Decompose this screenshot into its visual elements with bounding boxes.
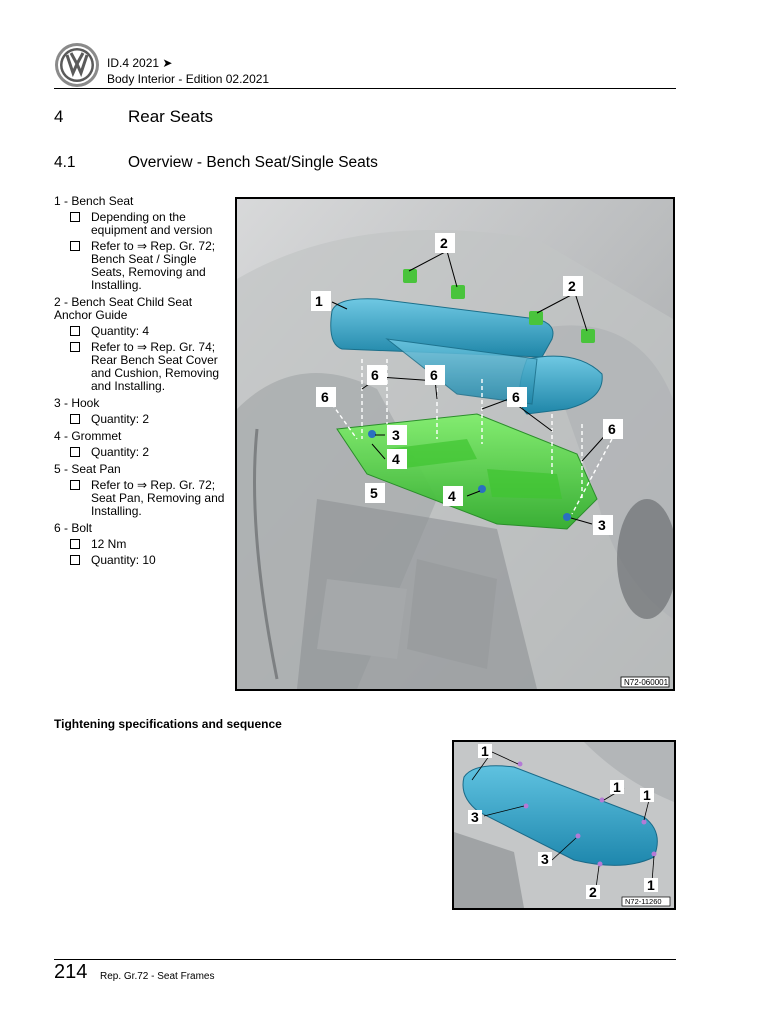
- callout-labels: 1 2 2 3 3 4 4 5 6 6 6 6 6: [311, 233, 623, 535]
- legend-item: Refer to ⇒ Rep. Gr. 72; Bench Seat / Sin…: [54, 240, 230, 292]
- tightening-sequence-view: 1 1 1 1 2 3 3 N72-11260: [452, 740, 676, 910]
- callout-6: 6: [608, 421, 616, 437]
- legend-item: Quantity: 2: [54, 413, 230, 426]
- legend-item-text[interactable]: Refer to ⇒ Rep. Gr. 72; Bench Seat / Sin…: [91, 239, 216, 292]
- legend-item-text: 12 Nm: [91, 537, 127, 551]
- legend-item: 12 Nm: [54, 538, 230, 551]
- callout-4: 4: [448, 488, 456, 504]
- callout-1: 1: [647, 877, 655, 893]
- rear-seat-exploded-view: 1 2 2 3 3 4 4 5 6 6 6 6 6: [235, 197, 675, 691]
- header-rule: [54, 88, 676, 89]
- checkbox-icon: [70, 447, 80, 457]
- legend-item-text: Quantity: 2: [91, 445, 150, 459]
- legend-item-text: Quantity: 4: [91, 324, 150, 338]
- child-seat-anchor-guides: [403, 269, 595, 343]
- chapter-number: 4: [54, 107, 64, 126]
- bolt-markers: [517, 761, 657, 867]
- callout-6: 6: [321, 389, 329, 405]
- legend-title: 2 - Bench Seat Child Seat Anchor Guide: [54, 295, 193, 322]
- callout-6: 6: [371, 367, 379, 383]
- legend-item: Refer to ⇒ Rep. Gr. 74; Rear Bench Seat …: [54, 341, 230, 393]
- callout-2: 2: [440, 235, 448, 251]
- section-title: Overview - Bench Seat/Single Seats: [128, 154, 378, 171]
- callout-2: 2: [589, 884, 597, 900]
- legend-title: 1 - Bench Seat: [54, 194, 134, 208]
- callout-1: 1: [613, 779, 621, 795]
- legend-group: 2 - Bench Seat Child Seat Anchor Guide Q…: [54, 296, 230, 393]
- checkbox-icon: [70, 414, 80, 424]
- callout-1: 1: [643, 787, 651, 803]
- legend-group: 3 - Hook Quantity: 2: [54, 397, 230, 426]
- legend-item: Depending on the equipment and version: [54, 211, 230, 237]
- callout-3: 3: [471, 809, 479, 825]
- footer-title: Rep. Gr.72 - Seat Frames: [100, 971, 215, 982]
- page-number: 214: [54, 961, 88, 983]
- callout-1: 1: [315, 293, 323, 309]
- legend-group: 5 - Seat Pan Refer to ⇒ Rep. Gr. 72; Sea…: [54, 463, 230, 518]
- callout-6: 6: [512, 389, 520, 405]
- legend-item-text: Depending on the equipment and version: [91, 210, 213, 237]
- legend-title: 3 - Hook: [54, 396, 100, 410]
- checkbox-icon: [70, 539, 80, 549]
- checkbox-icon: [70, 212, 80, 222]
- bench-seat: [330, 298, 603, 415]
- callout-3: 3: [392, 427, 400, 443]
- tightening-title: Tightening specifications and sequence: [54, 717, 282, 731]
- legend-item: Quantity: 2: [54, 446, 230, 459]
- legend-title: 6 - Bolt: [54, 521, 93, 535]
- hook: [563, 513, 571, 521]
- component-legend: 1 - Bench Seat Depending on the equipmen…: [54, 195, 230, 571]
- callout-4: 4: [392, 451, 400, 467]
- legend-group: 4 - Grommet Quantity: 2: [54, 430, 230, 459]
- figure-code: N72-11260: [625, 897, 662, 906]
- callout-labels: 1 1 1 1 2 3 3: [468, 743, 658, 900]
- checkbox-icon: [70, 326, 80, 336]
- callout-2: 2: [568, 278, 576, 294]
- checkbox-icon: [70, 480, 80, 490]
- legend-item: Quantity: 10: [54, 554, 230, 567]
- legend-title: 5 - Seat Pan: [54, 462, 121, 476]
- header-manual: Body Interior - Edition 02.2021: [107, 72, 270, 86]
- legend-item-text[interactable]: Refer to ⇒ Rep. Gr. 74; Rear Bench Seat …: [91, 340, 220, 393]
- legend-title: 4 - Grommet: [54, 429, 122, 443]
- checkbox-icon: [70, 555, 80, 565]
- header-model: ID.4 2021 ➤: [107, 56, 173, 70]
- checkbox-icon: [70, 241, 80, 251]
- vw-logo: [54, 42, 100, 88]
- legend-item: Quantity: 4: [54, 325, 230, 338]
- legend-item: Refer to ⇒ Rep. Gr. 72; Seat Pan, Removi…: [54, 479, 230, 518]
- legend-item-text[interactable]: Refer to ⇒ Rep. Gr. 72; Seat Pan, Removi…: [91, 478, 225, 518]
- legend-group: 1 - Bench Seat Depending on the equipmen…: [54, 195, 230, 292]
- section-number: 4.1: [54, 154, 76, 171]
- callout-5: 5: [370, 485, 378, 501]
- callout-1: 1: [481, 743, 489, 759]
- callout-3: 3: [598, 517, 606, 533]
- hook: [368, 430, 376, 438]
- legend-group: 6 - Bolt 12 Nm Quantity: 10: [54, 522, 230, 567]
- legend-item-text: Quantity: 2: [91, 412, 150, 426]
- figure-code: N72-060001: [624, 678, 669, 687]
- chapter-title: Rear Seats: [128, 107, 214, 126]
- legend-item-text: Quantity: 10: [91, 553, 156, 567]
- checkbox-icon: [70, 342, 80, 352]
- callout-3: 3: [541, 851, 549, 867]
- callout-6: 6: [430, 367, 438, 383]
- footer-rule: [54, 959, 676, 960]
